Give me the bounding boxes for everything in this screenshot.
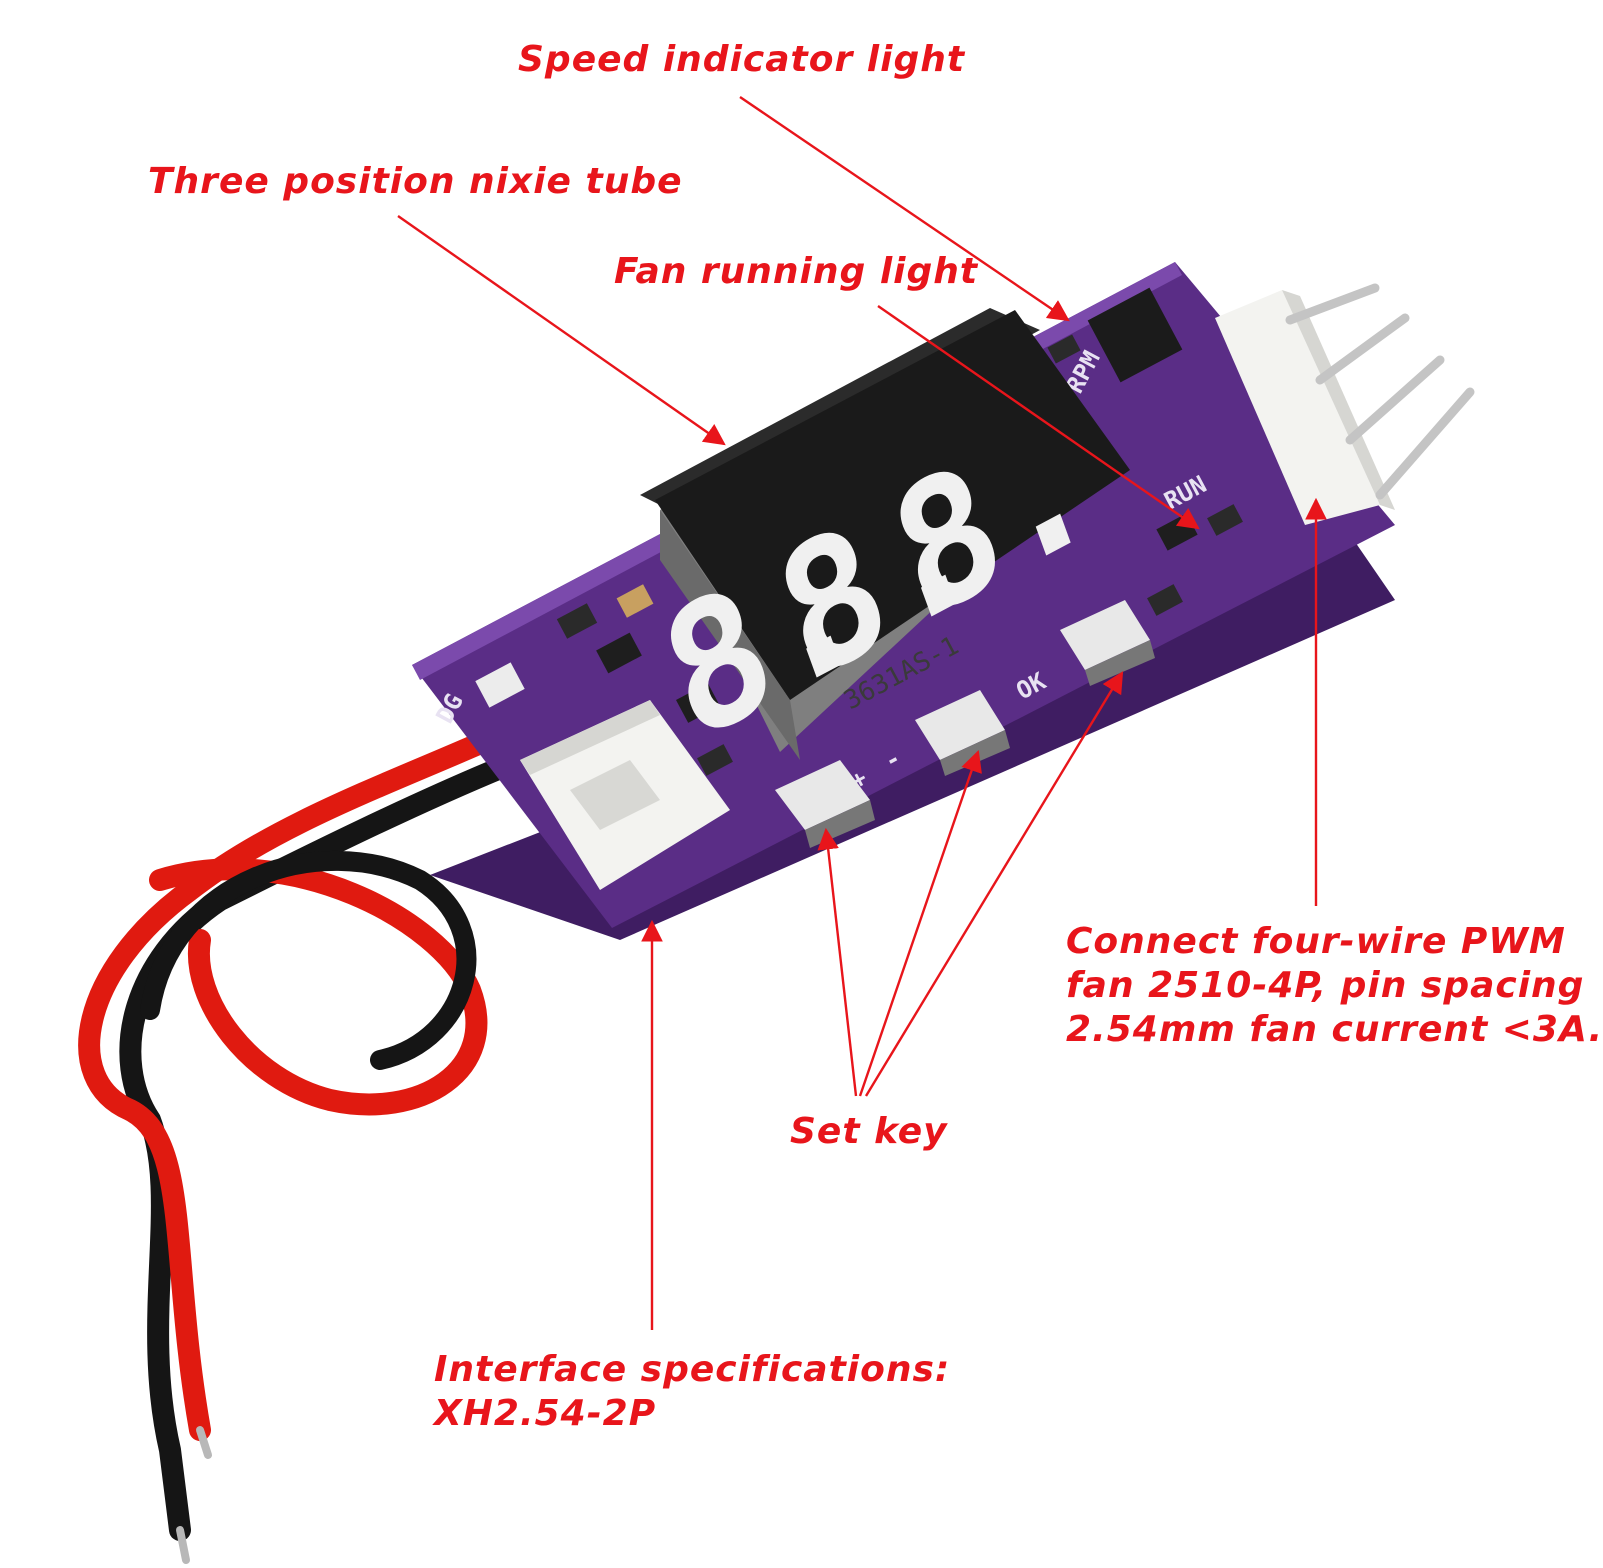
- callout-set-key-ok: [864, 671, 1124, 1097]
- label-interface-line-1: Interface specifications:: [434, 1349, 951, 1390]
- set-key-ok: [1060, 600, 1155, 686]
- nixie-display: 3631AS-1 8. 8. 8.: [639, 308, 1130, 782]
- black-wire-loop: [140, 851, 477, 1070]
- label-nixie-tube: Three position nixie tube: [148, 161, 683, 202]
- wire-tip-black: [176, 1526, 190, 1564]
- label-interface-line-2: XH2.54-2P: [434, 1393, 657, 1434]
- label-fan-connector-line-2: fan 2510-4P, pin spacing: [1066, 965, 1585, 1006]
- smd-component: [596, 632, 642, 674]
- label-speed-indicator: Speed indicator light: [518, 39, 966, 80]
- black-wire: [119, 749, 531, 1541]
- power-wires: [78, 719, 531, 1564]
- smd-component: [556, 603, 598, 639]
- label-fan-connector-line-3: 2.54mm fan current <3A.: [1066, 1009, 1603, 1050]
- callout-set-key-plus: [817, 827, 858, 1097]
- callout-nixie-tube: [397, 215, 726, 446]
- label-interface: Interface specifications: XH2.54-2P: [434, 1348, 950, 1436]
- smd-component: [1147, 584, 1183, 616]
- callout-fan-running: [877, 305, 1200, 530]
- callout-speed-indicator: [739, 96, 1070, 322]
- red-wire-loop: [149, 858, 488, 1116]
- product-illustration: RPM RUN OK + - DG 3631AS-1 8. 8. 8.: [78, 96, 1475, 1564]
- smd-component: [1207, 504, 1243, 536]
- callouts: [397, 96, 1327, 1330]
- smd-component: [1087, 287, 1183, 383]
- red-wire: [78, 719, 521, 1441]
- xh-connector: [520, 700, 730, 890]
- smd-component: [697, 744, 733, 776]
- smd-component: [1047, 334, 1081, 364]
- label-fan-connector-line-1: Connect four-wire PWM: [1066, 921, 1566, 962]
- label-set-key: Set key: [790, 1111, 948, 1152]
- smd-component: [475, 662, 525, 708]
- callout-set-key-minus: [858, 749, 982, 1097]
- wire-tip-red: [196, 1426, 212, 1459]
- smd-component: [616, 584, 654, 618]
- label-fan-running: Fan running light: [614, 251, 979, 292]
- set-keys: [775, 600, 1155, 848]
- fan-connector-4p: [1215, 283, 1475, 525]
- smd-component: [676, 683, 720, 723]
- label-fan-connector: Connect four-wire PWM fan 2510-4P, pin s…: [1066, 920, 1603, 1052]
